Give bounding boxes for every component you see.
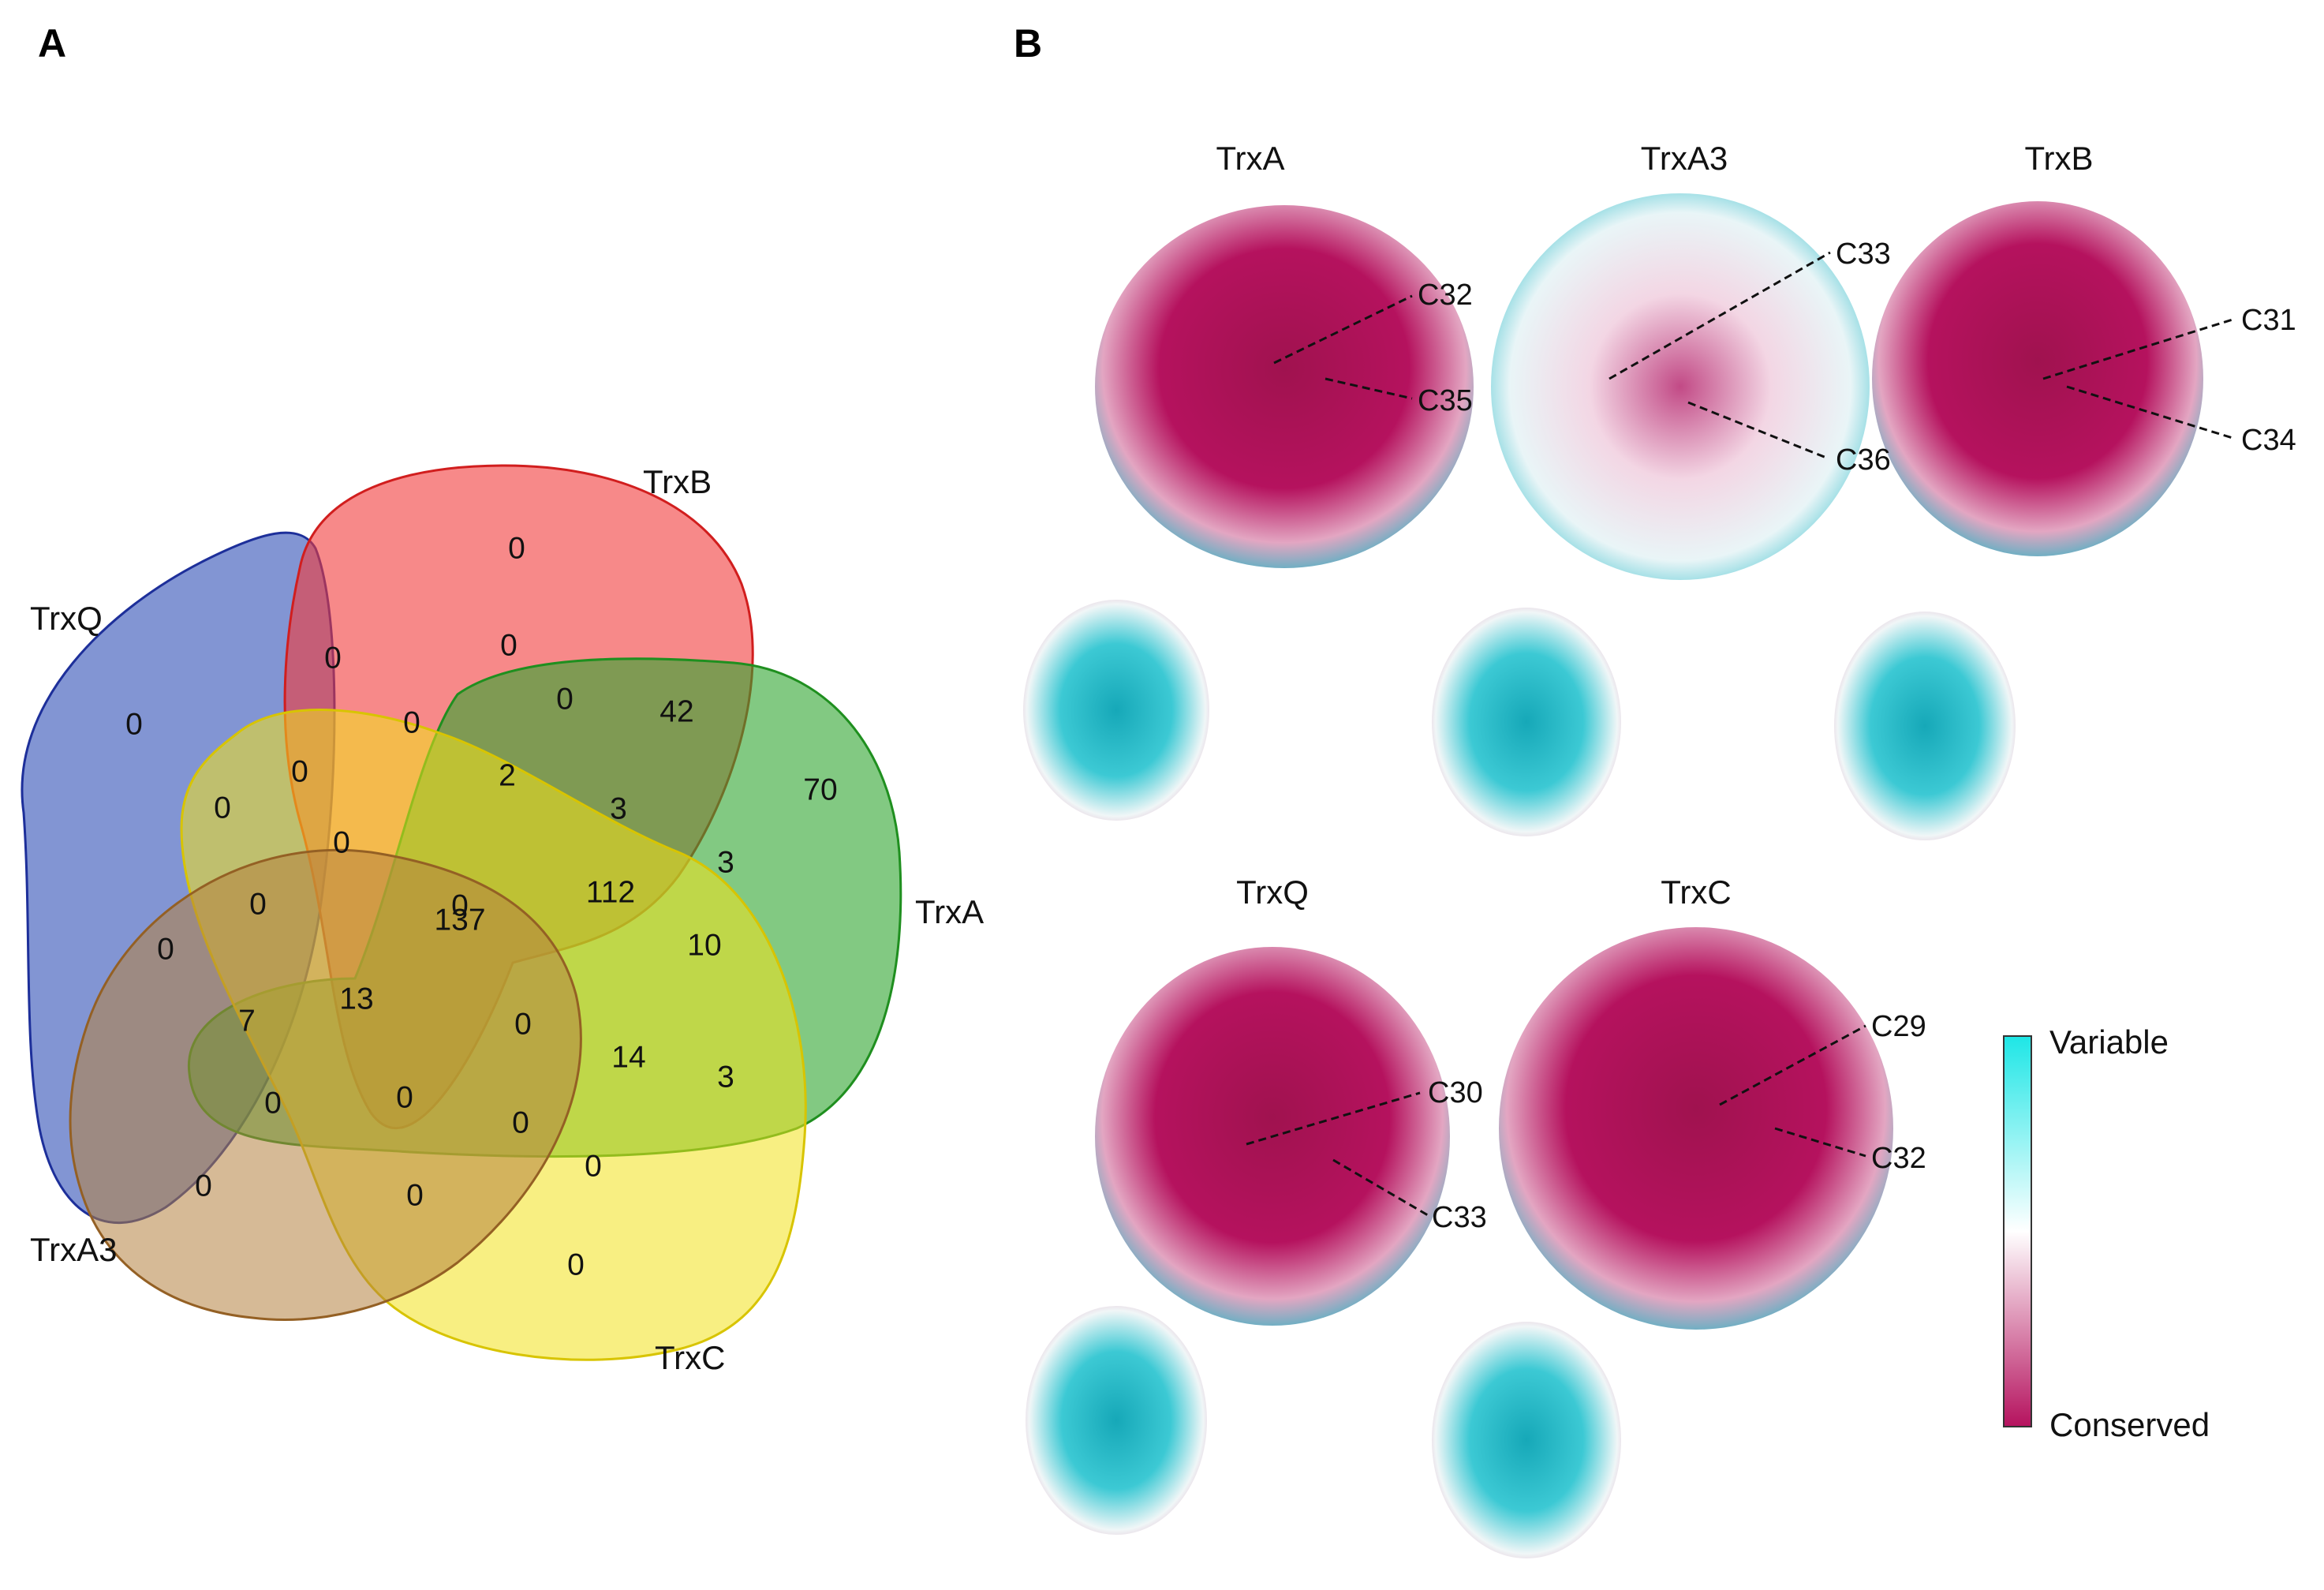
region-count: 0 <box>214 791 231 825</box>
surface-trxq-back <box>1026 1306 1207 1535</box>
protein-title-trxb: TrxB <box>2024 140 2093 177</box>
protein-title-trxa: TrxA <box>1216 140 1284 177</box>
venn-region-counts: 0 0 0 70 0 0 0 0 42 0 0 2 3 0 3 0 0 137 … <box>125 531 838 1281</box>
region-count: 0 <box>324 641 342 675</box>
cys-label: C30 <box>1428 1076 1483 1109</box>
surface-trxa-back <box>1023 600 1209 821</box>
region-count: 2 <box>499 758 516 792</box>
leader-trxb-1 <box>2042 318 2233 380</box>
set-label-trxb: TrxB <box>643 463 712 500</box>
venn-diagram <box>21 464 902 1361</box>
surface-trxb-front <box>1872 201 2203 556</box>
cys-label: C32 <box>1871 1142 1926 1175</box>
region-count: 0 <box>333 825 350 859</box>
leader-trxa-1 <box>1273 294 1413 365</box>
region-count: 0 <box>514 1007 532 1041</box>
conservation-legend: Variable Conserved <box>2003 1023 2210 1443</box>
region-count: 0 <box>125 707 143 741</box>
surface-trxa3-front <box>1491 193 1870 580</box>
leader-trxq-1 <box>1246 1091 1421 1146</box>
venn-set-trxa3 <box>69 848 582 1321</box>
region-count: 0 <box>567 1248 585 1281</box>
region-count: 0 <box>451 889 469 922</box>
region-count: 137 <box>434 903 485 937</box>
leader-trxc-2 <box>1774 1127 1866 1158</box>
region-count: 0 <box>556 682 574 716</box>
cys-label: C31 <box>2241 304 2296 337</box>
region-count: 7 <box>238 1004 256 1038</box>
region-count: 3 <box>717 845 734 879</box>
surface-trxa3-back <box>1432 608 1621 836</box>
surface-trxb-back <box>1834 612 2016 840</box>
leader-trxq-2 <box>1332 1158 1429 1217</box>
panel-a-letter: A <box>38 21 66 65</box>
region-count: 14 <box>611 1040 645 1074</box>
protein-title-trxa3: TrxA3 <box>1641 140 1728 177</box>
region-count: 0 <box>500 628 517 662</box>
leader-trxc-1 <box>1719 1024 1866 1106</box>
cys-label: C35 <box>1418 384 1473 417</box>
cys-label: C34 <box>2241 424 2296 457</box>
region-count: 70 <box>803 773 837 806</box>
protein-title-trxc: TrxC <box>1661 874 1731 911</box>
region-count: 3 <box>717 1060 734 1094</box>
region-count: 13 <box>339 982 373 1016</box>
cys-label: C33 <box>1432 1201 1487 1234</box>
region-count: 10 <box>687 928 721 962</box>
surface-trxc-front <box>1499 927 1893 1330</box>
leader-trxb-2 <box>2066 385 2233 440</box>
region-count: 0 <box>396 1080 413 1114</box>
region-count: 0 <box>195 1169 212 1203</box>
region-count: 0 <box>508 531 525 565</box>
region-count: 0 <box>406 1178 424 1212</box>
leader-trxa3-1 <box>1608 251 1831 380</box>
surface-trxa-front <box>1095 205 1474 568</box>
protein-surfaces <box>1023 193 2203 1558</box>
region-count: 0 <box>157 932 174 966</box>
cysteine-leaders <box>1246 251 2233 1217</box>
cys-label: C36 <box>1836 443 1891 477</box>
region-count: 0 <box>291 754 308 788</box>
legend-color-bar <box>2003 1035 2032 1427</box>
region-count: 3 <box>610 791 627 825</box>
region-count: 0 <box>512 1106 529 1139</box>
set-label-trxc: TrxC <box>655 1339 725 1376</box>
panel-b-letter: B <box>1014 21 1042 65</box>
set-label-trxa3: TrxA3 <box>30 1231 117 1268</box>
cys-label: C32 <box>1418 279 1473 312</box>
region-count: 112 <box>586 875 635 909</box>
region-count: 0 <box>264 1086 282 1120</box>
region-count: 0 <box>249 887 267 921</box>
region-count: 0 <box>403 705 420 739</box>
set-label-trxq: TrxQ <box>30 600 103 637</box>
region-count: 42 <box>659 694 693 728</box>
region-count: 0 <box>585 1149 602 1183</box>
legend-bottom-label: Conserved <box>2049 1406 2210 1443</box>
cys-label: C29 <box>1871 1010 1926 1043</box>
set-label-trxa: TrxA <box>915 893 984 930</box>
leader-trxa-2 <box>1325 377 1413 400</box>
cys-label: C33 <box>1836 238 1891 271</box>
protein-title-trxq: TrxQ <box>1236 874 1309 911</box>
legend-top-label: Variable <box>2049 1023 2169 1061</box>
surface-trxc-back <box>1432 1322 1621 1558</box>
